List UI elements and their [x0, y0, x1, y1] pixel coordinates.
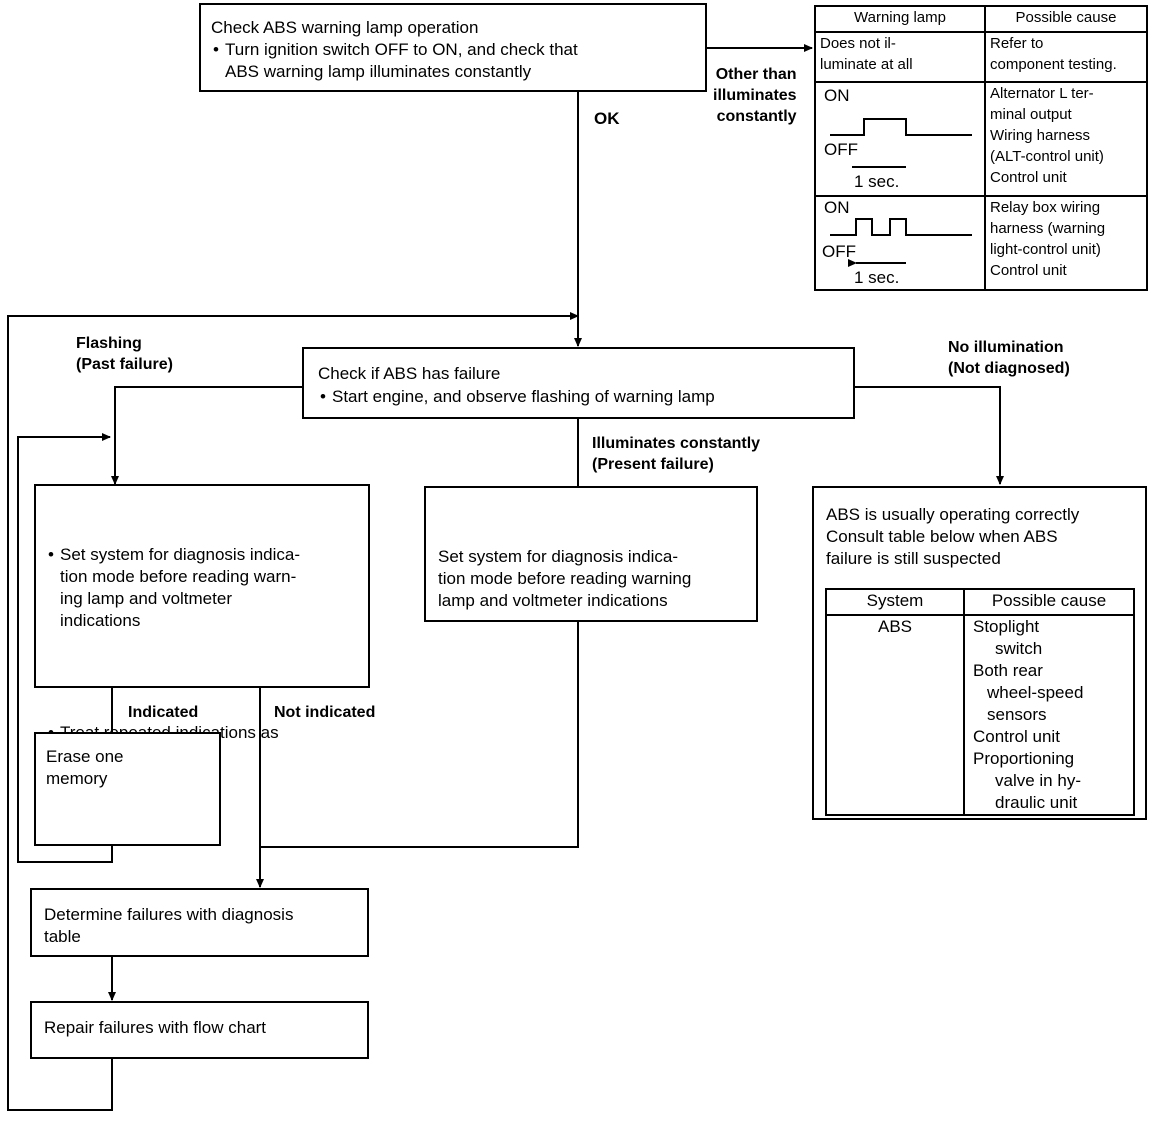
repair-box-text: Repair failures with flow chart: [44, 1018, 267, 1037]
label-not-indicated: Not indicated: [274, 704, 376, 721]
warning-table-row2-cause: Alternator L ter- minal output Wiring ha…: [984, 81, 1148, 197]
abs-correct-box: ABS is usually operating correctly Consu…: [812, 486, 1147, 820]
steady-waveform: [830, 118, 972, 168]
determine-box-text: Determine failures with diagnosis table: [44, 905, 294, 946]
repair-failures-box: Repair failures with flow chart: [30, 1001, 369, 1059]
warning-table-header-lamp: Warning lamp: [814, 5, 986, 33]
cause-table-system: ABS: [825, 614, 965, 816]
cause-table-header-cause: Possible cause: [963, 588, 1135, 616]
check-abs-box: Check if ABS has failure Start engine, a…: [302, 347, 855, 419]
erase-memory-box: Erase one memory: [34, 732, 221, 846]
line-repair-loop: [7, 312, 579, 1111]
diagnosis-mode-box-mid: Set system for diagnosis indica- tion mo…: [424, 486, 758, 622]
warning-table-row2-lamp: ON OFF 1 sec.: [814, 81, 986, 197]
possible-cause-table: System Possible cause ABS Stoplight swit…: [825, 588, 1135, 816]
warning-table-row1-lamp: Does not il- luminate at all: [814, 31, 986, 83]
erase-box-text: Erase one memory: [46, 747, 124, 788]
start-box-title: Check ABS warning lamp operation: [211, 18, 479, 37]
cause-table-header-system: System: [825, 588, 965, 616]
determine-failures-box: Determine failures with diagnosis table: [30, 888, 369, 957]
cause-table-causes: Stoplight switch Both rear wheel-speed s…: [963, 614, 1135, 816]
label-flashing: Flashing (Past failure): [76, 335, 173, 373]
line-mid-join: [260, 621, 579, 848]
warning-table-header-cause: Possible cause: [984, 5, 1148, 33]
warning-table-row1-cause: Refer to component testing.: [984, 31, 1148, 83]
start-box-bullet: Turn ignition switch OFF to ON, and chec…: [213, 39, 717, 83]
check-abs-title: Check if ABS has failure: [318, 364, 501, 383]
right-box-text: ABS is usually operating correctly Consu…: [826, 505, 1080, 568]
line-erase-loop: [17, 433, 113, 863]
left-box-bullet1: Set system for diagnosis indica- tion mo…: [48, 544, 380, 632]
check-abs-bullet: Start engine, and observe flashing of wa…: [320, 386, 869, 408]
warning-lamp-table: Warning lamp Possible cause Does not il-…: [814, 5, 1148, 291]
label-no-illumination: No illumination (Not diagnosed): [948, 339, 1070, 377]
flashing-waveform: [830, 218, 972, 267]
warning-table-row3-lamp: ON OFF 1 sec.: [814, 195, 986, 291]
diagnosis-mode-box-left: Set system for diagnosis indica- tion mo…: [34, 484, 370, 764]
mid-box-text: Set system for diagnosis indica- tion mo…: [438, 547, 692, 610]
line-no-illumination: [854, 386, 1004, 485]
start-box: Check ABS warning lamp operation Turn ig…: [199, 3, 707, 92]
label-illuminates-constantly: Illuminates constantly (Present failure): [592, 435, 761, 473]
label-indicated: Indicated: [128, 704, 199, 721]
label-other-than: Other than illuminates constantly: [713, 66, 797, 125]
label-ok: OK: [594, 109, 620, 128]
warning-table-row3-cause: Relay box wiring harness (warning light-…: [984, 195, 1148, 291]
line-flashing: [111, 386, 302, 485]
